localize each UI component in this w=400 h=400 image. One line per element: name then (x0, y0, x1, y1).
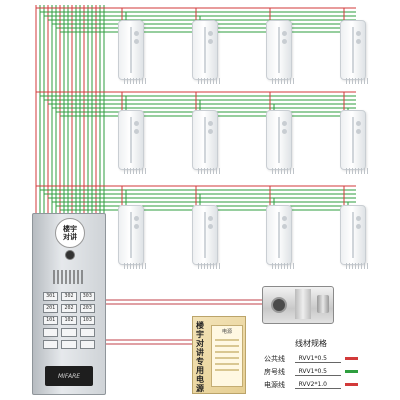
panel-logo: 楼宇 对讲 (55, 218, 85, 248)
panel-key: 303 (79, 292, 95, 301)
coiled-cord (124, 168, 146, 174)
coiled-cord (346, 263, 368, 269)
wire-spec-row: 电源线 RVV2*1.0 (264, 378, 358, 391)
indoor-handset (118, 20, 144, 80)
speaker-grill (53, 270, 85, 284)
lock-cylinder (317, 295, 329, 313)
panel-logo-line2: 对讲 (63, 233, 77, 241)
panel-key: 302 (61, 292, 77, 301)
camera-icon (65, 250, 75, 260)
indoor-handset (118, 110, 144, 170)
wire-spec-name: 公共线 (264, 354, 285, 363)
indoor-handset (192, 110, 218, 170)
panel-logo-line1: 楼宇 (63, 225, 77, 233)
wire-spec-name: 电源线 (264, 380, 285, 389)
indoor-handset (192, 205, 218, 265)
panel-key (79, 328, 95, 337)
keyhole-icon (271, 297, 287, 313)
wire-spec-value: RVV1*0.5 (294, 355, 341, 363)
wire-spec-row: 公共线 RVV1*0.5 (264, 352, 358, 365)
power-supply-box: 楼宇对讲专用电源 电源 (192, 316, 246, 394)
wire-spec-value: RVV2*1.0 (294, 381, 341, 389)
coiled-cord (198, 263, 220, 269)
coiled-cord (272, 263, 294, 269)
wire-spec-name: 房号线 (264, 367, 285, 376)
power-supply-title: 楼宇对讲专用电源 (196, 321, 204, 393)
panel-key: 103 (79, 316, 95, 325)
indoor-handset (266, 205, 292, 265)
card-reader-label: MIFARE (57, 372, 81, 380)
panel-key: 201 (43, 304, 59, 313)
coiled-cord (272, 78, 294, 84)
panel-key: 102 (61, 316, 77, 325)
indoor-handset (266, 20, 292, 80)
coiled-cord (346, 168, 368, 174)
wire-spec-title: 线材规格 (295, 339, 327, 348)
indoor-handset (340, 205, 366, 265)
coiled-cord (198, 78, 220, 84)
panel-key: 301 (43, 292, 59, 301)
electric-lock (262, 286, 334, 324)
indoor-handset (118, 205, 144, 265)
card-reader: MIFARE (45, 366, 93, 386)
power-supply-label: 电源 (211, 325, 243, 387)
wire-spec-legend: 线材规格 公共线 RVV1*0.5 房号线 RVV1*0.5 电源线 RVV2*… (264, 338, 358, 391)
wire-spec-row: 房号线 RVV1*0.5 (264, 365, 358, 378)
power-supply-label-header: 电源 (221, 329, 232, 335)
panel-key (79, 340, 95, 349)
coiled-cord (124, 78, 146, 84)
coiled-cord (198, 168, 220, 174)
coiled-cord (272, 168, 294, 174)
indoor-handset (340, 20, 366, 80)
panel-key: 101 (43, 316, 59, 325)
indoor-handset (340, 110, 366, 170)
wire-color-swatch (344, 383, 358, 386)
indoor-handset (192, 20, 218, 80)
lock-plate (295, 289, 311, 319)
panel-key (43, 328, 59, 337)
panel-key: 203 (79, 304, 95, 313)
panel-key (43, 340, 59, 349)
panel-key (61, 328, 77, 337)
coiled-cord (124, 263, 146, 269)
indoor-handset (266, 110, 292, 170)
wire-spec-value: RVV1*0.5 (294, 368, 341, 376)
coiled-cord (346, 78, 368, 84)
panel-key: 202 (61, 304, 77, 313)
panel-key (61, 340, 77, 349)
wire-color-swatch (344, 370, 358, 373)
wire-color-swatch (344, 357, 358, 360)
